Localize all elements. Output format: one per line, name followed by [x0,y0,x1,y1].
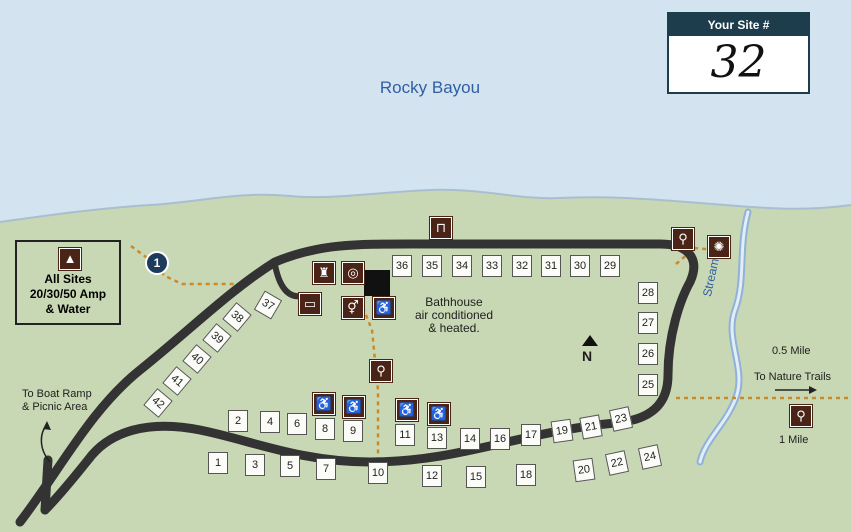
accessible-site-icon-13: ♿ [427,402,451,426]
road-loop [15,239,699,527]
campsite-35[interactable]: 35 [422,255,442,277]
restrooms-icon: ⚥ [341,296,365,320]
campsite-12[interactable]: 12 [422,465,442,487]
trail-marker[interactable]: 1 [145,251,169,275]
bathhouse-line-1: Bathhouse [425,295,483,309]
campsite-6[interactable]: 6 [287,413,307,435]
campsite-21[interactable]: 21 [579,414,603,440]
bathhouse-line-3: & heated. [428,321,480,335]
campsite-14[interactable]: 14 [460,428,480,450]
boat-ramp-label: To Boat Ramp & Picnic Area [22,388,92,414]
boat-ramp-line-1: To Boat Ramp [22,388,92,400]
nature-trail-hiker-icon: ⚲ [789,404,813,428]
bathhouse-line-2: air conditioned [414,308,494,322]
accessible-site-icon-8: ♿ [312,392,336,416]
campsite-26[interactable]: 26 [638,343,658,365]
your-site-header: Your Site # [669,14,808,36]
campsite-20[interactable]: 20 [572,457,596,483]
laundry-icon: ◎ [341,261,365,285]
campsite-36[interactable]: 36 [392,255,412,277]
dump-station-icon: ♜ [312,261,336,285]
campsite-9[interactable]: 9 [343,420,363,442]
campsite-33[interactable]: 33 [482,255,502,277]
legend-line-2: 20/30/50 Amp [29,287,107,301]
hiking-icon: ⚲ [671,227,695,251]
campsite-15[interactable]: 15 [466,466,486,488]
hike-distance-label: 1 Mile [779,434,809,446]
campsite-10[interactable]: 10 [368,462,388,484]
tent-icon: ▲ [58,247,82,271]
bayou-label: Rocky Bayou [379,78,481,97]
campsite-19[interactable]: 19 [550,418,574,444]
boat-ramp-road [40,455,53,515]
trail-distance-label: 0.5 Mile [772,345,811,357]
accessible-shower-icon: ♿ [372,296,396,320]
campsite-34[interactable]: 34 [452,255,472,277]
shoreline [0,188,851,223]
bathhouse-spur [272,262,305,300]
campsite-11[interactable]: 11 [395,424,415,446]
picnic-pavilion-icon: ⊓ [429,216,453,240]
campsite-27[interactable]: 27 [638,312,658,334]
campsite-32[interactable]: 32 [512,255,532,277]
campsite-8[interactable]: 8 [315,418,335,440]
accessible-site-icon-11: ♿ [395,398,419,422]
bathhouse-building [364,270,390,296]
campsite-7[interactable]: 7 [316,458,336,480]
legend-line-1: All Sites [44,272,92,286]
north-arrow [582,335,598,346]
campfire-icon: ✺ [707,235,731,259]
accessible-site-icon-9: ♿ [342,395,366,419]
campsite-29[interactable]: 29 [600,255,620,277]
campsite-16[interactable]: 16 [490,428,510,450]
utilities-legend: ▲ All Sites 20/30/50 Amp & Water [15,240,121,325]
campsite-22[interactable]: 22 [604,450,630,476]
rv-hookup-icon: ▭ [298,292,322,316]
campsite-23[interactable]: 23 [608,406,634,432]
campsite-17[interactable]: 17 [521,424,541,446]
your-site-card: Your Site # 32 [667,12,810,94]
campsite-28[interactable]: 28 [638,282,658,304]
campsite-4[interactable]: 4 [260,411,280,433]
boat-ramp-line-2: & Picnic Area [22,401,88,413]
legend-line-3: & Water [45,302,91,316]
campsite-13[interactable]: 13 [427,427,447,449]
campsite-2[interactable]: 2 [228,410,248,432]
campsite-5[interactable]: 5 [280,455,300,477]
campsite-25[interactable]: 25 [638,374,658,396]
campsite-30[interactable]: 30 [570,255,590,277]
campsite-1[interactable]: 1 [208,452,228,474]
campsite-18[interactable]: 18 [516,464,536,486]
bathhouse-label: Bathhouse air conditioned & heated. [406,296,502,335]
hiking-trail-icon: ⚲ [369,359,393,383]
campsite-24[interactable]: 24 [637,444,663,470]
nature-trails-label: To Nature Trails [754,371,832,383]
campsite-31[interactable]: 31 [541,255,561,277]
your-site-number: 32 [710,37,767,88]
trails [130,244,851,463]
bayou-water [0,0,851,222]
north-label: N [582,348,593,364]
campsite-3[interactable]: 3 [245,454,265,476]
